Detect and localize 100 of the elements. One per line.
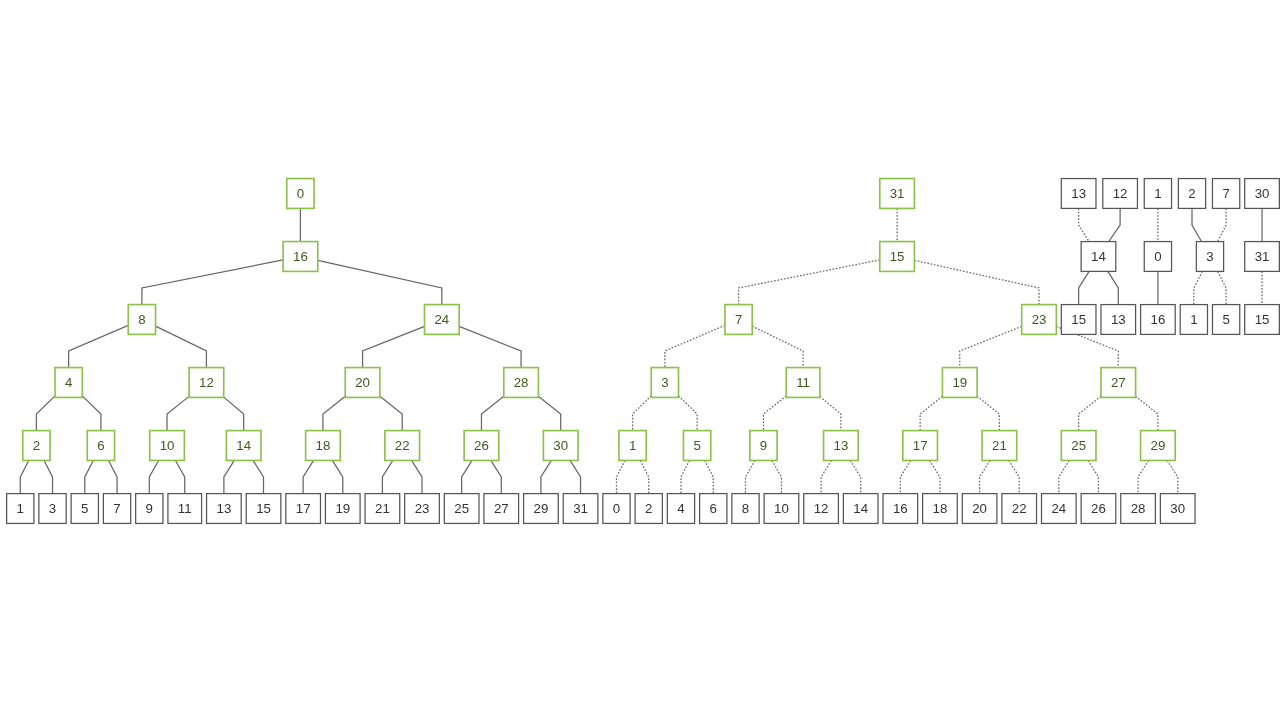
connector bbox=[677, 395, 698, 432]
connector bbox=[680, 459, 691, 495]
connector bbox=[771, 459, 783, 495]
connector bbox=[537, 395, 562, 432]
node-box: 13 bbox=[205, 493, 242, 525]
node-box: 16 bbox=[882, 493, 919, 525]
connector bbox=[744, 459, 756, 495]
node-box: 7 bbox=[1211, 177, 1241, 209]
connector bbox=[704, 459, 714, 495]
node-box: 9 bbox=[749, 429, 778, 462]
connector bbox=[381, 459, 394, 495]
node-box: 10 bbox=[763, 493, 800, 525]
node-box: 2 bbox=[21, 429, 51, 462]
node-box: 16 bbox=[1139, 303, 1176, 336]
node-box: 24 bbox=[423, 303, 460, 336]
node-box: 14 bbox=[225, 429, 262, 462]
node-box: 15 bbox=[1244, 303, 1280, 336]
connector bbox=[1261, 207, 1263, 243]
node-box: 21 bbox=[981, 429, 1018, 462]
connector bbox=[461, 459, 473, 495]
node-box: 12 bbox=[1102, 177, 1139, 209]
node-box: 1 bbox=[6, 493, 35, 525]
node-box: 6 bbox=[699, 493, 728, 525]
node-box: 27 bbox=[483, 493, 520, 525]
node-box: 4 bbox=[666, 493, 696, 525]
connector bbox=[252, 459, 265, 495]
node-box: 25 bbox=[1060, 429, 1097, 462]
node-box: 17 bbox=[901, 429, 939, 462]
node-box: 3 bbox=[1195, 240, 1225, 273]
node-box: 26 bbox=[463, 429, 500, 462]
node-box: 11 bbox=[785, 366, 821, 399]
connector bbox=[569, 459, 582, 495]
node-box: 3 bbox=[38, 493, 67, 525]
node-box: 15 bbox=[1060, 303, 1097, 336]
node-box: 31 bbox=[1244, 240, 1280, 273]
node-box: 1 bbox=[1143, 177, 1173, 209]
connector bbox=[43, 459, 54, 495]
node-box: 30 bbox=[1244, 177, 1280, 209]
node-box: 5 bbox=[682, 429, 712, 462]
node-box: 4 bbox=[54, 366, 84, 399]
connector bbox=[317, 259, 443, 306]
connector bbox=[615, 459, 626, 495]
connector bbox=[141, 259, 284, 306]
node-box: 0 bbox=[1143, 240, 1173, 273]
node-box: 8 bbox=[731, 493, 760, 525]
node-box: 22 bbox=[1001, 493, 1038, 525]
node-box: 27 bbox=[1100, 366, 1137, 399]
node-box: 16 bbox=[282, 240, 319, 273]
connector bbox=[762, 395, 787, 432]
connector bbox=[490, 459, 502, 495]
connector bbox=[540, 459, 552, 495]
connector bbox=[1193, 270, 1203, 306]
node-box: 19 bbox=[941, 366, 978, 399]
node-box: 3 bbox=[650, 366, 680, 399]
node-box: 12 bbox=[803, 493, 839, 525]
node-box: 0 bbox=[285, 177, 315, 210]
node-box: 23 bbox=[1020, 303, 1058, 336]
connector bbox=[1107, 270, 1119, 306]
node-box: 19 bbox=[324, 493, 361, 525]
node-box: 13 bbox=[1100, 303, 1137, 336]
node-box: 5 bbox=[70, 493, 100, 525]
connector bbox=[302, 459, 315, 495]
connector bbox=[639, 459, 650, 495]
node-box: 0 bbox=[602, 493, 631, 525]
connector bbox=[1108, 207, 1121, 243]
connector bbox=[819, 395, 842, 432]
node-box: 24 bbox=[1040, 493, 1077, 525]
connector bbox=[299, 207, 301, 243]
connector bbox=[480, 395, 505, 432]
node-box: 6 bbox=[86, 429, 116, 462]
connector bbox=[81, 395, 102, 432]
node-box: 17 bbox=[285, 493, 322, 525]
node-box: 1 bbox=[618, 429, 648, 462]
node-box: 20 bbox=[344, 366, 381, 399]
node-box: 22 bbox=[384, 429, 421, 462]
node-box: 15 bbox=[245, 493, 282, 525]
connector bbox=[1157, 270, 1159, 306]
connector bbox=[107, 459, 118, 495]
node-box: 29 bbox=[522, 493, 559, 525]
connector bbox=[166, 395, 190, 432]
connector bbox=[410, 459, 423, 495]
node-box: 13 bbox=[822, 429, 860, 462]
node-box: 2 bbox=[1177, 177, 1207, 209]
connector bbox=[379, 395, 403, 432]
connector bbox=[174, 459, 186, 495]
node-box: 28 bbox=[502, 366, 540, 399]
node-box: 10 bbox=[148, 429, 186, 462]
node-box: 5 bbox=[1211, 303, 1241, 336]
connector bbox=[322, 395, 346, 432]
node-box: 31 bbox=[878, 177, 916, 210]
connector bbox=[19, 459, 30, 495]
node-box: 13 bbox=[1060, 177, 1097, 209]
node-box: 31 bbox=[562, 493, 599, 525]
connector bbox=[148, 459, 160, 495]
node-box: 7 bbox=[102, 493, 132, 525]
node-box: 23 bbox=[404, 493, 440, 525]
connector bbox=[223, 459, 235, 495]
node-box: 14 bbox=[842, 493, 879, 525]
connector bbox=[331, 459, 344, 495]
connector bbox=[84, 459, 94, 495]
